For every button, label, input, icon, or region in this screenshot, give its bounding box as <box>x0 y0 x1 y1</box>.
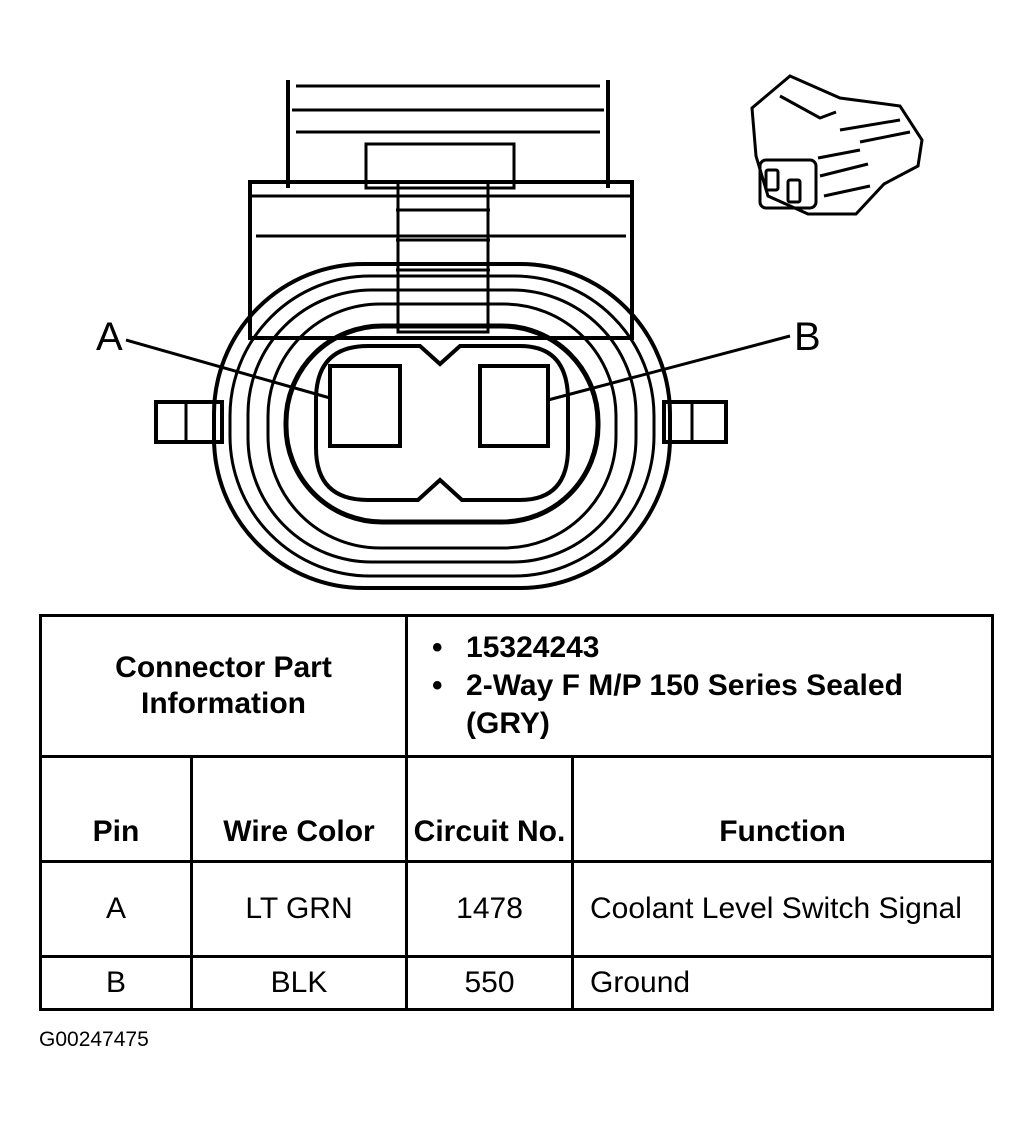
connector-perspective-icon <box>750 74 924 216</box>
header-function: Function <box>571 755 995 863</box>
figure-id: G00247475 <box>39 1028 149 1051</box>
header-circuit-no: Circuit No. <box>405 755 575 863</box>
connector-face-diagram: A B <box>96 74 924 590</box>
part-info-label: Connector Part Information <box>38 614 409 758</box>
header-pin: Pin <box>39 755 193 863</box>
circuit-cell: 1478 <box>405 860 575 958</box>
pin-cell: A <box>39 860 193 958</box>
connector-info-table: Connector Part Information 15324243 2-Wa… <box>38 614 995 1011</box>
function-cell: Coolant Level Switch Signal <box>571 860 995 958</box>
table-row: B BLK 550 Ground <box>39 955 995 1011</box>
function-cell: Ground <box>571 955 995 1011</box>
circuit-cell: 550 <box>405 955 575 1011</box>
header-wire-color: Wire Color <box>189 755 409 863</box>
pin-cell: B <box>39 955 193 1011</box>
part-info-row: Connector Part Information 15324243 2-Wa… <box>38 614 995 758</box>
part-number: 15324243 <box>432 629 991 667</box>
connector-cavity <box>314 344 570 502</box>
pin-b-label: B <box>794 315 821 359</box>
pin-callout-lines <box>125 334 791 402</box>
part-info-cell: 15324243 2-Way F M/P 150 Series Sealed (… <box>405 614 995 758</box>
connector-side-tabs <box>154 400 728 444</box>
part-description: 2-Way F M/P 150 Series Sealed (GRY) <box>432 667 991 743</box>
connector-seal-rings <box>212 262 672 590</box>
part-info-list: 15324243 2-Way F M/P 150 Series Sealed (… <box>408 623 991 749</box>
table-row: A LT GRN 1478 Coolant Level Switch Signa… <box>39 860 995 958</box>
pin-a-label: A <box>96 315 123 359</box>
column-header-row: Pin Wire Color Circuit No. Function <box>39 755 995 863</box>
wire-color-cell: LT GRN <box>189 860 409 958</box>
wire-color-cell: BLK <box>189 955 409 1011</box>
connector-latch <box>248 80 634 340</box>
